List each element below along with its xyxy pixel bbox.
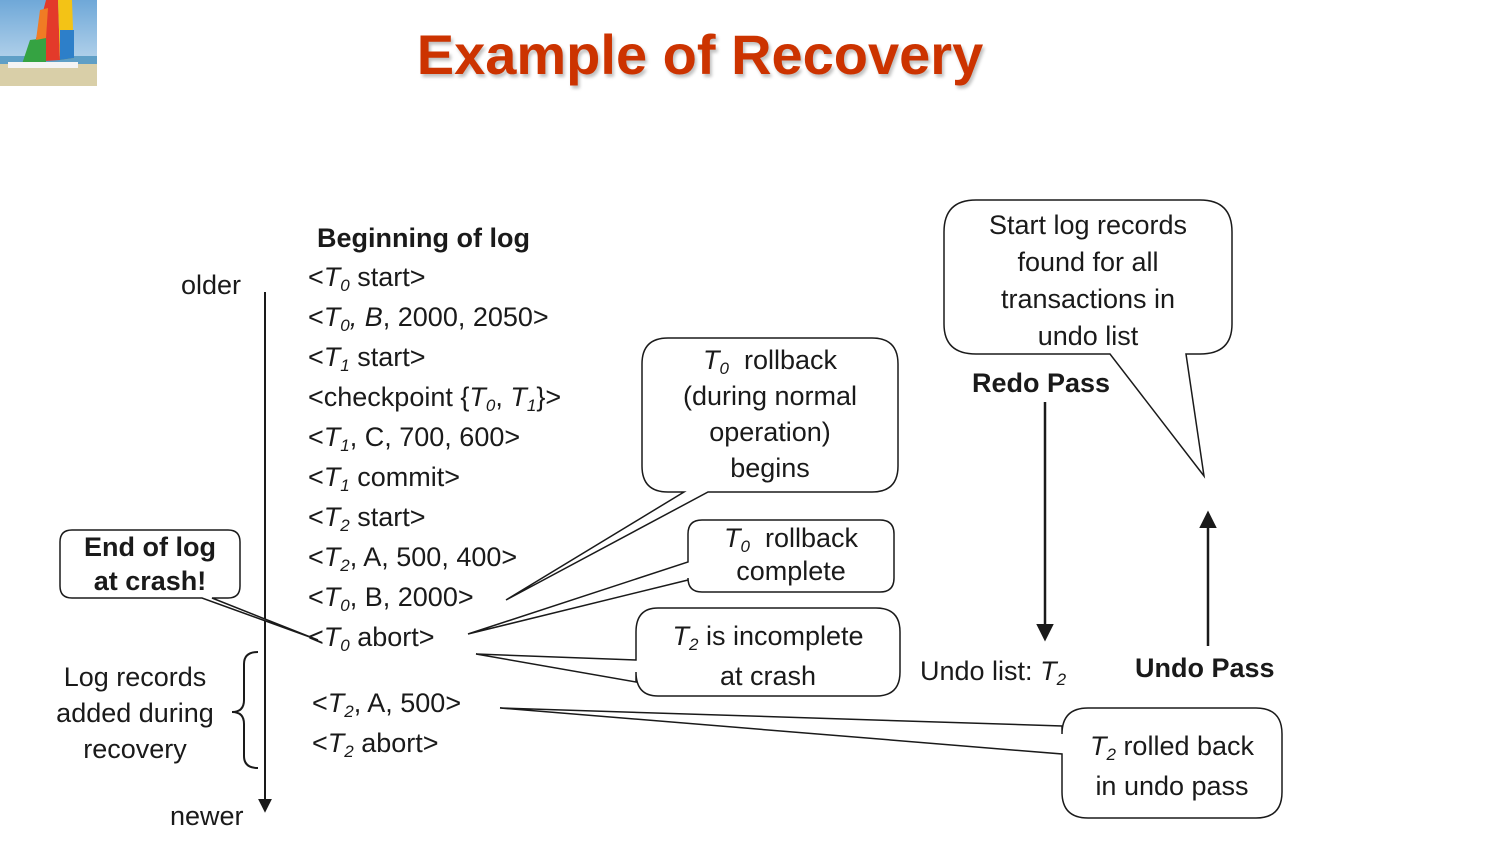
log-record: <T1 start> — [308, 342, 426, 375]
log-record: <T2, A, 500> — [312, 688, 462, 721]
t2-rolled-back-callout-shape — [499, 707, 1283, 819]
log-record: <T0 abort> — [308, 622, 435, 655]
callout-line: Start log records — [988, 210, 1188, 240]
redo-pass-label: Redo Pass — [972, 368, 1111, 398]
start-records-callout-shape — [943, 199, 1233, 479]
older-label: older — [181, 270, 242, 300]
end-of-log-callout: End of log at crash! — [60, 530, 240, 598]
callout-line: T0 rollback — [702, 345, 837, 378]
callout-line: operation) — [709, 417, 831, 447]
callout-line: in undo pass — [1095, 771, 1249, 801]
t0-rollback-complete-callout-shape — [467, 519, 895, 635]
log-record: <T2 start> — [308, 502, 426, 535]
log-record: <T1, C, 700, 600> — [308, 422, 521, 455]
recovery-note-line: added during — [56, 698, 214, 728]
recovery-note: Log records added during recovery — [40, 659, 230, 767]
log-record: <T2 abort> — [312, 728, 439, 761]
undo-list-label: Undo list: T2 — [920, 656, 1067, 689]
callout-line: transactions in — [1000, 284, 1176, 314]
callout-line: T2 is incomplete — [672, 621, 864, 654]
end-of-log-callout-shape — [59, 529, 319, 641]
recovery-brace — [231, 651, 259, 769]
callout-line: undo list — [1037, 321, 1139, 351]
log-record: <T2, A, 500, 400> — [308, 542, 518, 575]
slide-title: Example of Recovery — [416, 23, 984, 86]
callout-line: at crash! — [93, 566, 207, 596]
log-heading: Beginning of log — [317, 223, 530, 253]
callout-line: (during normal — [682, 381, 858, 411]
newer-label: newer — [170, 801, 244, 831]
t2-incomplete-callout: T2 is incomplete at crash — [636, 616, 900, 696]
recovery-note-line: recovery — [83, 734, 187, 764]
log-record: <checkpoint {T0, T1}> — [308, 382, 562, 415]
t0-rollback-complete-callout: T0 rollback complete — [688, 522, 894, 588]
t2-rolled-back-callout: T2 rolled back in undo pass — [1062, 726, 1282, 806]
log-record: <T1 commit> — [308, 462, 461, 495]
recovery-note-line: Log records — [63, 662, 207, 692]
callout-line: at crash — [719, 661, 817, 691]
log-record: <T0, B, 2000, 2050> — [308, 302, 549, 335]
callout-line: found for all — [1017, 247, 1159, 277]
sailboat-logo — [0, 0, 97, 86]
log-record: <T0, B, 2000> — [308, 582, 474, 615]
t0-rollback-begins-callout-shape — [505, 337, 899, 601]
callout-line: T0 rollback — [723, 523, 858, 556]
callout-line: complete — [736, 556, 846, 586]
callout-line: begins — [730, 453, 810, 483]
t2-incomplete-callout-shape — [475, 607, 901, 697]
log-record: <T0 start> — [308, 262, 426, 295]
t0-rollback-begins-callout: T0 rollback (during normal operation) be… — [642, 342, 898, 486]
start-records-callout: Start log records found for all transact… — [944, 207, 1232, 355]
callout-line: T2 rolled back — [1089, 731, 1255, 764]
undo-pass-label: Undo Pass — [1135, 653, 1275, 683]
callout-line: End of log — [84, 532, 216, 562]
